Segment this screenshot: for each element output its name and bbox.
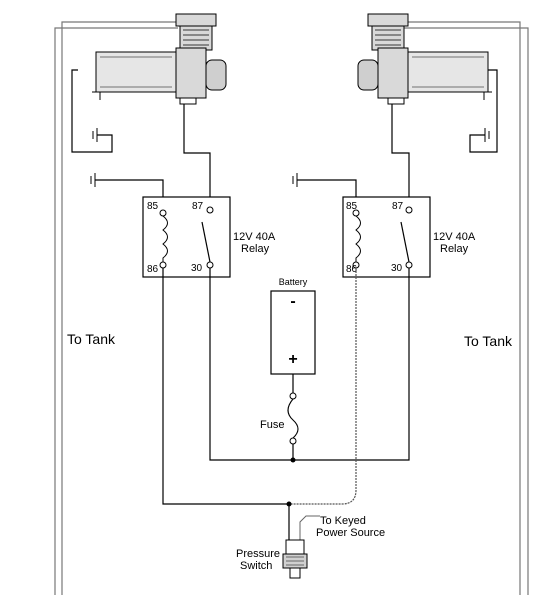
wire-relay-right-86-to-switch bbox=[289, 268, 357, 505]
fuse-label: Fuse bbox=[260, 419, 284, 431]
keyed-power-line1: To Keyed bbox=[320, 515, 366, 527]
relay-right-pin-85: 85 bbox=[346, 201, 358, 212]
pressure-switch-line2: Switch bbox=[240, 560, 272, 572]
junction-bus bbox=[290, 457, 296, 463]
compressor-left bbox=[92, 13, 227, 105]
wire-compressor-right-to-relay-87 bbox=[391, 104, 410, 205]
relay-right-pin-87: 87 bbox=[392, 201, 404, 212]
wire-compressor-left-to-relay-87 bbox=[183, 104, 211, 205]
relay-left-rating: 12V 40A bbox=[233, 231, 276, 243]
compressor-right-ground bbox=[469, 69, 498, 153]
battery-positive: + bbox=[288, 351, 297, 368]
relay-left-pin-87: 87 bbox=[192, 201, 204, 212]
relay-left-pin-86: 86 bbox=[147, 264, 159, 275]
pressure-switch bbox=[282, 539, 308, 579]
wire-relay-30-bus bbox=[209, 268, 410, 461]
air-line-left bbox=[54, 21, 178, 595]
wire-keyed-power bbox=[299, 515, 320, 540]
fuse bbox=[287, 392, 299, 445]
tank-left-label: To Tank bbox=[67, 331, 116, 347]
relay-right-name: Relay bbox=[440, 243, 469, 255]
relay-right-pin-86: 86 bbox=[346, 264, 358, 275]
relay-left bbox=[142, 196, 231, 278]
relay-right bbox=[342, 196, 431, 278]
relay-right-pin-30: 30 bbox=[391, 263, 403, 274]
compressor-left-ground bbox=[71, 69, 113, 153]
tank-right-label: To Tank bbox=[464, 333, 513, 349]
pressure-switch-line1: Pressure bbox=[236, 548, 280, 560]
compressor-right bbox=[357, 13, 492, 105]
relay-left-pin-85: 85 bbox=[147, 201, 159, 212]
battery-label: Battery bbox=[279, 277, 308, 287]
air-line-right bbox=[398, 21, 529, 595]
keyed-power-line2: Power Source bbox=[316, 527, 385, 539]
relay-right-rating: 12V 40A bbox=[433, 231, 476, 243]
battery-negative: - bbox=[290, 293, 295, 310]
relay-left-pin-30: 30 bbox=[191, 263, 203, 274]
relay-left-name: Relay bbox=[241, 243, 270, 255]
wire-relay-left-86-to-switch bbox=[162, 268, 289, 505]
battery bbox=[270, 290, 316, 375]
